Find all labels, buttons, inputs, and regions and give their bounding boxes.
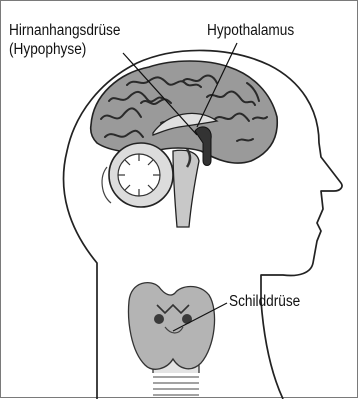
pituitary-label-line2: (Hypophyse) <box>9 41 86 59</box>
brain <box>91 61 278 163</box>
thyroid-gland <box>129 283 215 395</box>
hypothalamus-label: Hypothalamus <box>207 22 294 40</box>
brain-stem <box>173 150 199 227</box>
thyroid-label: Schilddrüse <box>229 293 300 311</box>
pituitary-label-line1: Hirnanhangsdrüse <box>9 22 120 40</box>
